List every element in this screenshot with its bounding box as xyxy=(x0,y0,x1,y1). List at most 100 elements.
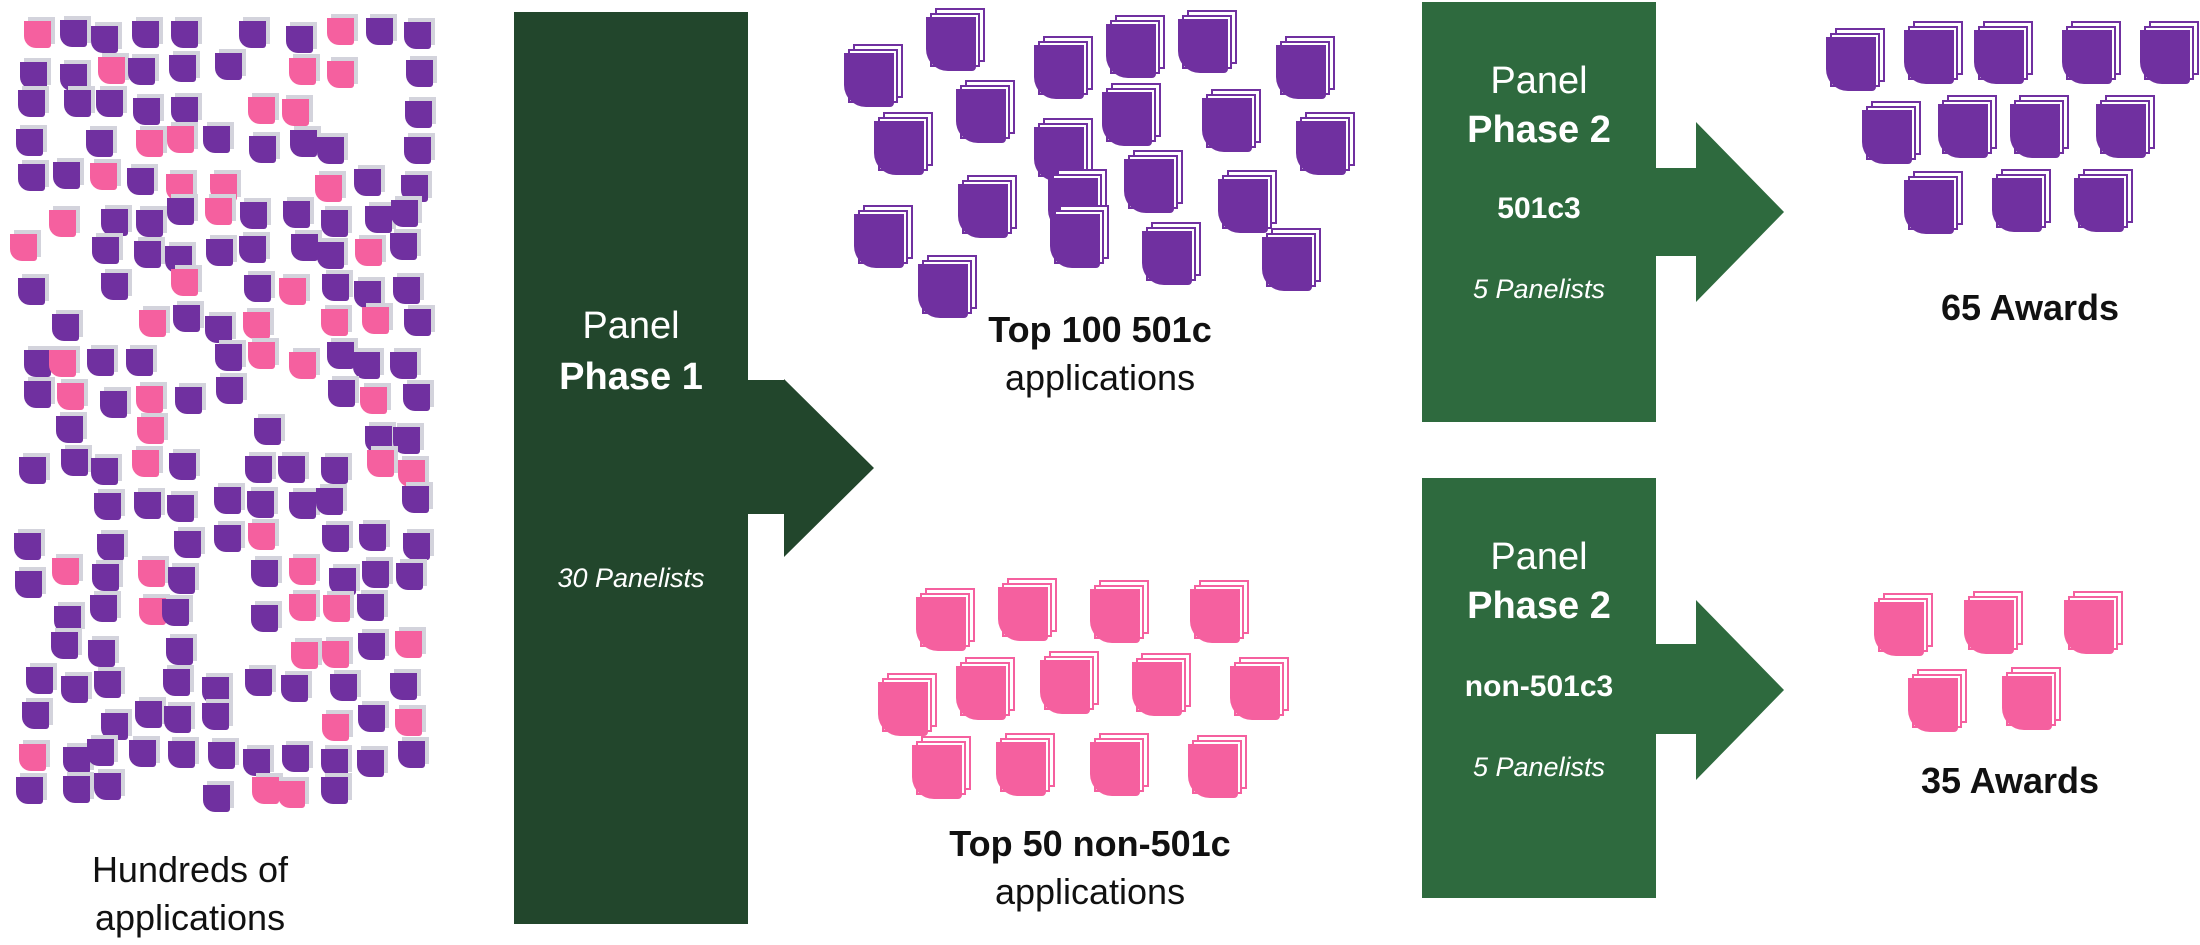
application-doc-icon xyxy=(136,126,167,157)
application-doc-icon xyxy=(215,340,246,371)
application-stack-icon xyxy=(1034,36,1093,99)
application-doc-icon xyxy=(404,18,435,49)
application-doc-icon xyxy=(278,777,309,808)
application-doc-icon xyxy=(322,270,353,301)
application-stack-icon xyxy=(874,112,933,175)
application-doc-icon xyxy=(139,306,170,337)
phase2a-title: Panel xyxy=(1490,60,1588,102)
application-stack-icon xyxy=(956,657,1015,720)
application-doc-icon xyxy=(323,591,354,622)
application-doc-icon xyxy=(282,741,313,772)
application-stack-icon xyxy=(912,736,971,799)
application-stack-icon xyxy=(1874,593,1933,656)
application-doc-icon xyxy=(358,701,389,732)
awards-b-label: 35 Awards xyxy=(1920,760,2100,801)
application-doc-icon xyxy=(16,125,47,156)
application-doc-icon xyxy=(252,773,283,804)
application-doc-icon xyxy=(52,554,83,585)
application-doc-icon xyxy=(215,49,246,80)
application-doc-icon xyxy=(248,338,279,369)
application-doc-icon xyxy=(403,529,434,560)
application-doc-icon xyxy=(398,456,429,487)
application-stack-icon xyxy=(2096,95,2155,158)
application-doc-icon xyxy=(22,698,53,729)
application-doc-icon xyxy=(289,54,320,85)
application-doc-icon xyxy=(97,530,128,561)
application-stack-icon xyxy=(1178,10,1237,73)
phase2b-title: Panel xyxy=(1490,536,1588,578)
application-doc-icon xyxy=(403,380,434,411)
application-stack-icon xyxy=(1202,89,1261,152)
application-stack-icon xyxy=(1188,735,1247,798)
application-doc-icon xyxy=(251,556,282,587)
application-doc-icon xyxy=(317,238,348,269)
application-doc-icon xyxy=(355,235,386,266)
application-doc-icon xyxy=(171,265,202,296)
awards-a-label: 65 Awards xyxy=(1940,287,2120,328)
phase1-panel: Panel Phase 1 30 Panelists xyxy=(514,305,748,594)
application-doc-icon xyxy=(164,702,195,733)
application-doc-icon xyxy=(289,348,320,379)
application-doc-icon xyxy=(18,274,49,305)
application-doc-icon xyxy=(94,667,125,698)
application-stack-icon xyxy=(956,80,1015,143)
application-doc-icon xyxy=(390,348,421,379)
application-doc-icon xyxy=(129,736,160,767)
application-stack-icon xyxy=(2074,169,2133,232)
application-doc-icon xyxy=(94,489,125,520)
application-stack-icon xyxy=(2062,21,2121,84)
application-doc-icon xyxy=(289,488,320,519)
application-doc-icon xyxy=(402,482,433,513)
application-doc-icon xyxy=(281,671,312,702)
application-doc-icon xyxy=(98,53,129,84)
application-doc-icon xyxy=(251,601,282,632)
application-doc-icon xyxy=(19,740,50,771)
top-501c-caption: Top 100 501c applications xyxy=(900,306,1300,402)
application-doc-icon xyxy=(248,93,279,124)
application-doc-icon xyxy=(167,491,198,522)
application-doc-icon xyxy=(367,446,398,477)
application-stack-icon xyxy=(854,205,913,268)
application-doc-icon xyxy=(404,305,435,336)
application-doc-icon xyxy=(245,665,276,696)
application-doc-icon xyxy=(289,590,320,621)
application-doc-icon xyxy=(245,452,276,483)
application-doc-icon xyxy=(87,345,118,376)
application-doc-icon xyxy=(330,670,361,701)
application-doc-icon xyxy=(278,452,309,483)
application-doc-icon xyxy=(171,93,202,124)
application-doc-icon xyxy=(90,159,121,190)
application-doc-icon xyxy=(316,484,347,515)
application-stack-icon xyxy=(1040,651,1099,714)
applications-caption: Hundreds of applications xyxy=(40,846,340,942)
application-stack-icon xyxy=(926,8,985,71)
application-doc-icon xyxy=(289,554,320,585)
application-doc-icon xyxy=(169,449,200,480)
application-doc-icon xyxy=(91,454,122,485)
application-doc-icon xyxy=(163,665,194,696)
application-stack-icon xyxy=(1262,228,1321,291)
application-doc-icon xyxy=(322,521,353,552)
application-doc-icon xyxy=(282,95,313,126)
application-doc-icon xyxy=(18,160,49,191)
application-stack-icon xyxy=(844,44,903,107)
application-doc-icon xyxy=(51,628,82,659)
application-stack-icon xyxy=(916,588,975,651)
application-doc-icon xyxy=(203,781,234,812)
application-doc-icon xyxy=(214,483,245,514)
application-doc-icon xyxy=(322,710,353,741)
application-stack-icon xyxy=(1862,101,1921,164)
application-doc-icon xyxy=(168,563,199,594)
application-doc-icon xyxy=(63,743,94,774)
application-doc-icon xyxy=(393,273,424,304)
application-doc-icon xyxy=(127,164,158,195)
application-doc-icon xyxy=(20,58,51,89)
phase2b-panel-shape xyxy=(1422,478,1784,898)
application-doc-icon xyxy=(365,202,396,233)
application-doc-icon xyxy=(244,271,275,302)
application-stack-icon xyxy=(1102,83,1161,146)
application-doc-icon xyxy=(315,171,346,202)
application-doc-icon xyxy=(126,345,157,376)
application-doc-icon xyxy=(173,301,204,332)
application-doc-icon xyxy=(52,310,83,341)
